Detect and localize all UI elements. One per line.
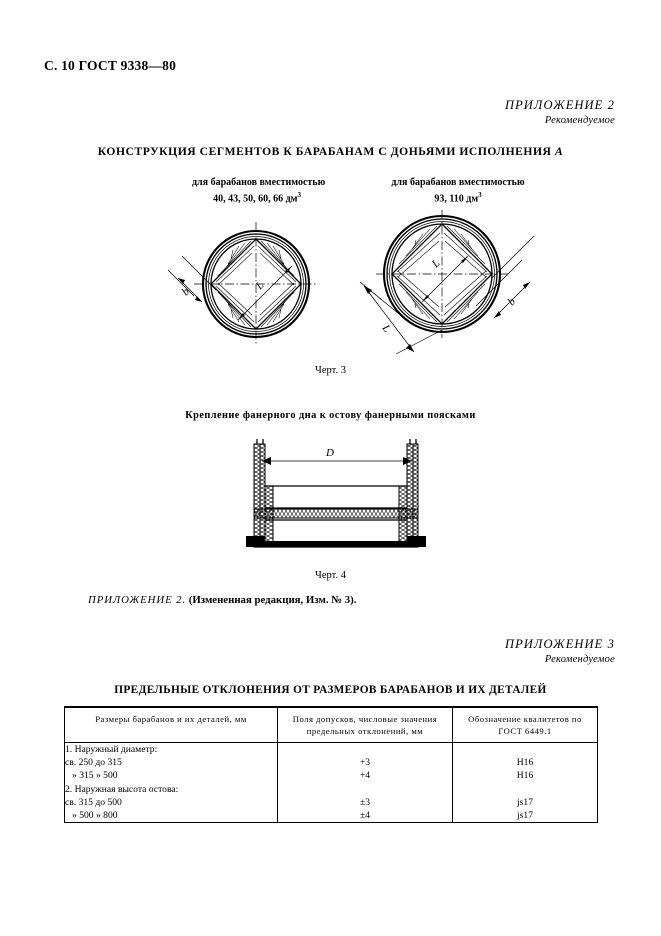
row-qualitet-1: Н16 — [516, 757, 534, 769]
appendix-3-block: ПРИЛОЖЕНИЕ 3 Рекомендуемое — [505, 637, 615, 665]
table-header-qualitet: Обозначение квалитетов по ГОСТ 6449.1 — [452, 706, 598, 743]
appendix-3-title: ПРИЛОЖЕНИЕ 3 — [504, 637, 615, 651]
row-qualitet-4: js17 — [517, 796, 533, 808]
drum-caption-left-line1: для барабанов вместимостью — [192, 177, 326, 188]
appendix-2-subtitle: Рекомендуемое — [544, 115, 615, 126]
appendix-2-title: ПРИЛОЖЕНИЕ 2 — [504, 98, 615, 112]
table-cell-dimensions: 1. Наружный диаметр: св. 250 до 315 » 31… — [64, 741, 278, 824]
row-tolerance-0 — [278, 743, 452, 756]
drum-caption-left-line2: 40, 43, 50, 60, 66 дм — [213, 193, 298, 205]
figure-3-right-drawing: L L b — [344, 206, 540, 358]
right-drum-dim-L-inner: L — [429, 257, 443, 271]
table-header-tolerance-line2: предельных отклонений, мм — [306, 726, 424, 736]
figure-4-dim-D: D — [325, 447, 334, 459]
table-header-tolerance-line1: Поля допусков, числовые значения — [292, 714, 438, 724]
row-tolerance-4: ±3 — [359, 796, 371, 808]
row-qualitet-2: Н16 — [516, 770, 534, 782]
table-row: 1. Наружный диаметр: св. 250 до 315 » 31… — [64, 741, 598, 824]
tolerances-table: Размеры барабанов и их деталей, мм Поля … — [64, 706, 598, 824]
row-qualitet-3 — [453, 783, 597, 796]
table-header-row: Размеры барабанов и их деталей, мм Поля … — [64, 706, 598, 743]
row-tolerance-3 — [278, 783, 452, 796]
table-header-qualitet-line1: Обозначение квалитетов по — [468, 714, 582, 724]
row-label-0: 1. Наружный диаметр: — [65, 744, 158, 755]
revision-note-italic: ПРИЛОЖЕНИЕ 2. — [88, 594, 187, 606]
figure-3-title-main: КОНСТРУКЦИЯ СЕГМЕНТОВ К БАРАБАНАМ С ДОНЬ… — [97, 145, 555, 158]
figure-3-title: КОНСТРУКЦИЯ СЕГМЕНТОВ К БАРАБАНАМ С ДОНЬ… — [0, 145, 661, 158]
figure-4-drawing: D — [232, 436, 440, 558]
row-tolerance-1: +3 — [359, 757, 371, 769]
left-drum-dim-b: b — [180, 285, 193, 298]
left-drum-svg: L b — [168, 222, 318, 346]
appendix-3-subtitle: Рекомендуемое — [544, 654, 615, 665]
figure-3-title-suffix: А — [554, 145, 564, 158]
row-label-2: » 315 » 500 — [72, 770, 118, 782]
row-label-3: 2. Наружная высота остова: — [65, 783, 179, 795]
page-header: С. 10 ГОСТ 9338—80 — [44, 58, 177, 73]
right-drum-svg: L L b — [359, 210, 535, 355]
table-header-qualitet-line2: ГОСТ 6449.1 — [498, 726, 552, 736]
figure-4-title: Крепление фанерного дна к остову фанерны… — [185, 410, 476, 421]
revision-note-bold: (Измененная редакция, Изм. № 3). — [186, 594, 357, 606]
drum-caption-right-line2: 93, 110 дм — [434, 193, 479, 205]
drum-caption-right-line1: для барабанов вместимостью — [391, 177, 525, 188]
table-cell-tolerances: +3 +4 ±3 ±4 — [277, 741, 453, 824]
row-qualitet-0 — [453, 743, 597, 756]
row-label-1: св. 250 до 315 — [65, 757, 122, 769]
row-qualitet-5: js17 — [517, 810, 533, 822]
plywood-bottom-svg: D — [246, 439, 426, 548]
right-drum-dim-b: b — [506, 295, 519, 308]
table-header-dimensions: Размеры барабанов и их деталей, мм — [64, 706, 278, 743]
right-drum-dim-L-outer: L — [379, 322, 393, 335]
figure-4-caption: Черт. 4 — [315, 570, 346, 581]
figure-3-left-drawing: L b — [168, 212, 344, 354]
table-header-tolerance: Поля допусков, числовые значения предель… — [277, 706, 453, 743]
row-label-5: » 500 » 800 — [72, 810, 118, 822]
drum-caption-right-unit-sup: 3 — [478, 191, 482, 199]
drum-caption-left: для барабанов вместимостью 40, 43, 50, 6… — [192, 176, 326, 205]
figure-3-caption: Черт. 3 — [315, 365, 346, 376]
table-cell-qualitets: Н16 Н16 js17 js17 — [452, 741, 598, 824]
appendix-2-block: ПРИЛОЖЕНИЕ 2 Рекомендуемое — [505, 98, 615, 126]
row-tolerance-5: ±4 — [359, 810, 371, 822]
table-title: ПРЕДЕЛЬНЫЕ ОТКЛОНЕНИЯ ОТ РАЗМЕРОВ БАРАБА… — [114, 684, 547, 696]
left-drum-dim-L: L — [253, 279, 267, 293]
revision-note: ПРИЛОЖЕНИЕ 2. (Измененная редакция, Изм.… — [88, 594, 356, 606]
drum-caption-right: для барабанов вместимостью 93, 110 дм3 — [388, 176, 528, 205]
drum-caption-left-unit-sup: 3 — [297, 191, 301, 199]
row-tolerance-2: +4 — [359, 770, 371, 782]
row-label-4: св. 315 до 500 — [65, 796, 122, 808]
